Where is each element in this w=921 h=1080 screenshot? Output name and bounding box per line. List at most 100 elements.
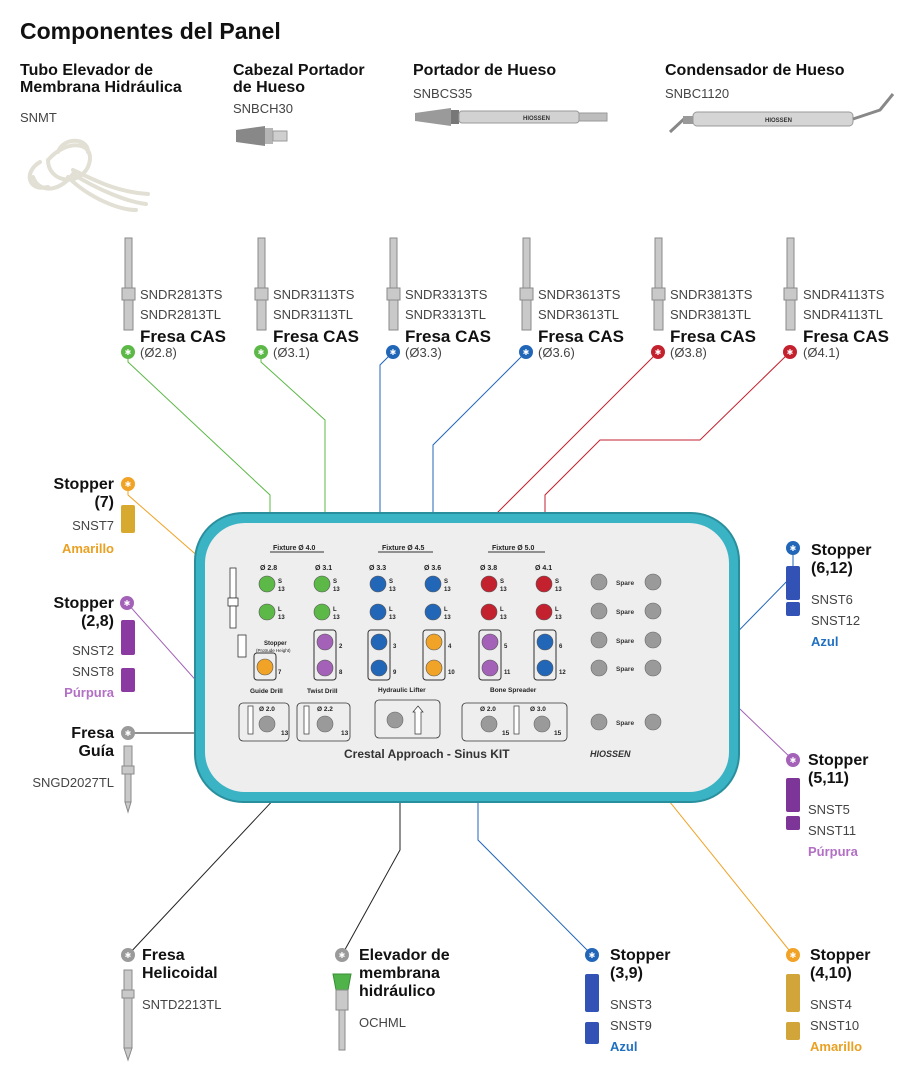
stopper-num: 5 bbox=[504, 644, 508, 650]
cas-drill-diameter: (Ø3.8) bbox=[670, 345, 707, 360]
cas-drill-diameter: (Ø3.6) bbox=[538, 345, 575, 360]
col-label: Ø 3.6 bbox=[424, 565, 441, 572]
stopper-num: 4 bbox=[448, 644, 452, 650]
l-label: L bbox=[333, 607, 337, 613]
length-label: 13 bbox=[281, 730, 289, 737]
svg-text:✱: ✱ bbox=[589, 951, 596, 960]
col-label: Ø 3.3 bbox=[369, 565, 386, 572]
spare-label: Spare bbox=[616, 666, 634, 673]
stopper-num: 9 bbox=[393, 670, 397, 676]
svg-text:✱: ✱ bbox=[125, 951, 132, 960]
l-label: L bbox=[278, 607, 282, 613]
length-label: 13 bbox=[389, 587, 396, 593]
stopper-8-code: SNST8 bbox=[72, 664, 114, 679]
stopper-6-12-title: Stopper (6,12) bbox=[811, 542, 872, 577]
svg-text:✱: ✱ bbox=[125, 480, 132, 489]
membrane-elevator-code: OCHML bbox=[359, 1015, 406, 1030]
kit-brand: HIOSSEN bbox=[590, 749, 631, 759]
component-title-bone-carrier: Portador de Hueso bbox=[413, 62, 557, 79]
cas-drill-name: Fresa CAS bbox=[273, 327, 359, 346]
length-label: 15 bbox=[502, 730, 510, 737]
stopper-slot-sub: (Protrude Height) bbox=[256, 648, 291, 653]
length-label: 13 bbox=[444, 587, 451, 593]
stopper-5-11-color: Púrpura bbox=[808, 844, 858, 859]
length-label: 13 bbox=[333, 587, 340, 593]
stopper-num: 6 bbox=[559, 644, 563, 650]
twist-drill-label: Twist Drill bbox=[307, 688, 338, 695]
instrument-images bbox=[121, 745, 352, 1062]
s-label: S bbox=[333, 579, 337, 585]
cas-drill-diameter: (Ø3.3) bbox=[405, 345, 442, 360]
bone-carrier-image: HIOSSEN bbox=[415, 108, 608, 126]
length-label: 13 bbox=[333, 615, 340, 621]
cas-drill-code-l: SNDR3313TL bbox=[405, 307, 486, 322]
col-label: Ø 4.1 bbox=[535, 565, 552, 572]
stopper-5-code: SNST5 bbox=[808, 802, 850, 817]
cas-drill-name: Fresa CAS bbox=[803, 327, 889, 346]
cas-drill-code-s: SNDR4113TS bbox=[803, 287, 885, 302]
svg-text:✱: ✱ bbox=[390, 348, 397, 357]
length-label: 13 bbox=[341, 730, 349, 737]
stopper-num: 8 bbox=[339, 670, 343, 676]
cas-drill-code-l: SNDR3813TL bbox=[670, 307, 751, 322]
svg-text:✱: ✱ bbox=[523, 348, 530, 357]
cas-drill-code-l: SNDR2813TL bbox=[140, 307, 221, 322]
kit-footer-title: Crestal Approach - Sinus KIT bbox=[344, 747, 510, 761]
length-label: 15 bbox=[554, 730, 562, 737]
stopper-3-9-color: Azul bbox=[610, 1039, 638, 1054]
stopper-7-code: SNST7 bbox=[72, 518, 114, 533]
length-label: 13 bbox=[500, 587, 507, 593]
s-label: S bbox=[500, 579, 504, 585]
stopper-7-color: Amarillo bbox=[61, 541, 114, 556]
length-label: 13 bbox=[555, 587, 562, 593]
svg-text:✱: ✱ bbox=[790, 544, 797, 553]
col-label: Ø 3.8 bbox=[480, 565, 497, 572]
membrane-elevator-title: Elevador de membrana hidráulico bbox=[359, 947, 450, 1000]
stopper-5-11-title: Stopper (5,11) bbox=[808, 752, 869, 787]
cas-drill-code-s: SNDR3613TS bbox=[538, 287, 621, 302]
membrane-tube-image bbox=[27, 138, 150, 212]
length-label: 13 bbox=[278, 615, 285, 621]
length-label: 13 bbox=[500, 615, 507, 621]
guide-drill-dia: Ø 2.0 bbox=[259, 706, 275, 713]
svg-text:✱: ✱ bbox=[655, 348, 662, 357]
s-label: S bbox=[555, 579, 559, 585]
stopper-4-code: SNST4 bbox=[810, 997, 852, 1012]
guide-drill-code: SNGD2027TL bbox=[32, 775, 114, 790]
stopper-6-code: SNST6 bbox=[811, 592, 853, 607]
svg-text:✱: ✱ bbox=[790, 756, 797, 765]
stopper-10-code: SNST10 bbox=[810, 1018, 860, 1033]
stopper-6-12-color: Azul bbox=[811, 634, 839, 649]
length-label: 13 bbox=[444, 615, 451, 621]
bone-spreader-dia: Ø 3.0 bbox=[530, 706, 546, 713]
cas-drill-name: Fresa CAS bbox=[670, 327, 756, 346]
length-label: 13 bbox=[278, 587, 285, 593]
length-label: 13 bbox=[555, 615, 562, 621]
stopper-num: 12 bbox=[559, 670, 566, 676]
stopper-num: 3 bbox=[393, 644, 397, 650]
helical-drill-title: Fresa Helicoidal bbox=[142, 947, 218, 982]
component-code-bone-carrier: SNBCS35 bbox=[413, 86, 473, 101]
svg-text:✱: ✱ bbox=[787, 348, 794, 357]
sinus-kit-panel: Fixture Ø 4.0 Fixture Ø 4.5 Fixture Ø 5.… bbox=[194, 512, 740, 803]
cas-drill-diameter: (Ø4.1) bbox=[803, 345, 840, 360]
stopper-slot-label: Stopper bbox=[264, 641, 287, 647]
stopper-11-code: SNST11 bbox=[808, 823, 857, 838]
stopper-num: 7 bbox=[278, 670, 282, 676]
cas-drill-code-s: SNDR3813TS bbox=[670, 287, 753, 302]
page-title: Componentes del Panel bbox=[20, 18, 281, 44]
cas-drill-images bbox=[121, 237, 798, 331]
component-code-bone-condenser: SNBC1120 bbox=[665, 86, 730, 101]
component-title-bone-carrier-head: Cabezal Portador de Hueso bbox=[233, 62, 365, 96]
cas-drill-code-s: SNDR3313TS bbox=[405, 287, 488, 302]
fixture-label-4-0: Fixture Ø 4.0 bbox=[273, 545, 316, 552]
twist-drill-dia: Ø 2.2 bbox=[317, 706, 333, 713]
guide-drill-title: Fresa Guía bbox=[71, 725, 114, 760]
component-title-membrane-tube: Tubo Elevador de Membrana Hidráulica bbox=[20, 62, 182, 96]
stopper-num: 2 bbox=[339, 644, 343, 650]
l-label: L bbox=[389, 607, 393, 613]
stopper-images bbox=[121, 505, 800, 1044]
stopper-2-8-title: Stopper (2,8) bbox=[53, 595, 114, 630]
s-label: S bbox=[278, 579, 282, 585]
length-label: 13 bbox=[389, 615, 396, 621]
